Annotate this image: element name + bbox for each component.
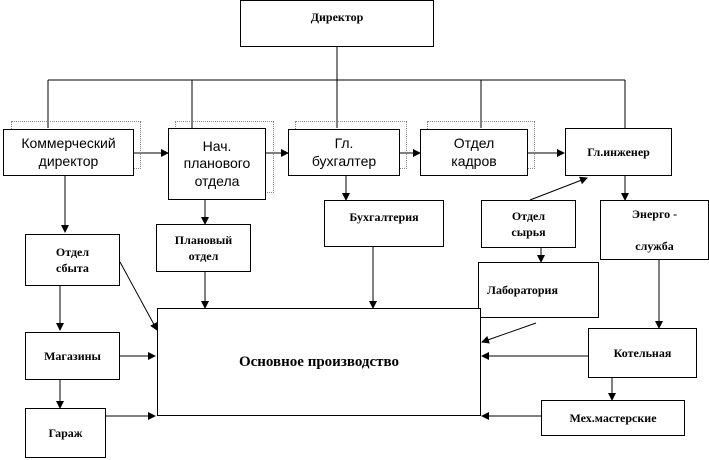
hr-department-box: Отдел кадров [420, 129, 528, 176]
shops-box: Магазины [25, 332, 120, 380]
garage-box: Гараж [25, 408, 106, 458]
planning-head-box: Нач. планового отдела [168, 128, 266, 200]
laboratory-box: Лаборатория [478, 262, 599, 318]
raw-materials-department-box: Отдел сырья [481, 200, 576, 248]
commercial-director-box: Коммерческий директор [3, 129, 134, 176]
chief-engineer-box: Гл.инженер [565, 128, 672, 176]
arrow-raw-to-engineer [529, 176, 588, 201]
arrow-lab-to-main [481, 322, 537, 344]
main-production-box: Основное производство [157, 308, 481, 416]
energy-service-box: Энерго - служба [600, 200, 709, 260]
chief-accountant-box: Гл. бухгалтер [288, 129, 400, 176]
sales-department-box: Отдел сбыта [25, 234, 120, 286]
boiler-room-box: Котельная [588, 328, 697, 378]
accounting-box: Бухгалтерия [324, 200, 444, 247]
planning-department-box: Плановый отдел [156, 224, 251, 272]
director-box: Директор [240, 0, 434, 47]
arrow-sales-to-main [119, 261, 158, 331]
mechanical-workshops-box: Мех.мастерские [541, 400, 685, 436]
